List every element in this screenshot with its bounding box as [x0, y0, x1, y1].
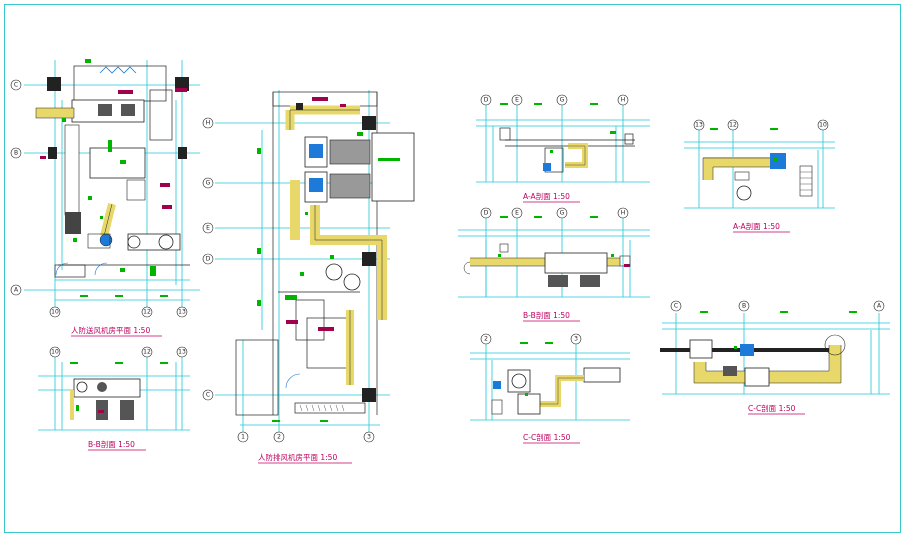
grid-col-label: 1	[241, 434, 245, 441]
grid-row-label: C	[206, 392, 210, 399]
grid-col-label: G	[560, 210, 565, 217]
supply-section-bb-view: 10 12 13 B-B剖面 1:50	[38, 346, 190, 451]
grid-row-label: D	[206, 256, 211, 263]
grid-col-label: 12	[143, 309, 151, 316]
grid-col-label: 10	[819, 122, 827, 129]
grid-col-label: G	[560, 97, 565, 104]
column	[362, 116, 376, 130]
grid-col-label: 12	[143, 349, 151, 356]
section-aa-view-1: D E G H A-A剖面 1:50	[476, 94, 650, 203]
view-title: C-C剖面 1:50	[523, 432, 571, 442]
grid-col-label: H	[621, 210, 626, 217]
view-title: B-B剖面 1:50	[523, 310, 570, 320]
grid-row-label: H	[206, 120, 211, 127]
column	[175, 77, 189, 91]
view-title: 人防送风机房平面 1:50	[71, 325, 150, 335]
grid-row-label: B	[14, 150, 18, 157]
grid-col-label: 12	[729, 122, 737, 129]
grid-col-label: C	[674, 303, 678, 310]
supply-plan-view: C B A 10 12 13 人防送风机房平面 1:50	[10, 59, 200, 337]
grid-col-label: D	[484, 210, 489, 217]
grid-col-label: D	[484, 97, 489, 104]
grid-col-label: B	[742, 303, 746, 310]
view-title: 人防排风机房平面 1:50	[258, 452, 337, 462]
column	[47, 77, 61, 91]
view-title: B-B剖面 1:50	[88, 439, 135, 449]
view-title: C-C剖面 1:50	[748, 403, 796, 413]
grid-col-label: E	[515, 97, 519, 104]
grid-col-label: 10	[51, 349, 59, 356]
grid-row-label: G	[206, 180, 211, 187]
grid-col-label: E	[515, 210, 519, 217]
section-cc-view-1: 2 3 C-C剖面 1:50	[470, 333, 630, 444]
grid-row-label: E	[206, 225, 210, 232]
section-aa-view-2: 13 12 10 A-A剖面 1:50	[684, 119, 835, 233]
exhaust-plan-view: H G E D C 1 2 3 人防排风机房平面 1:50	[202, 90, 415, 464]
grid-col-label: 10	[51, 309, 59, 316]
section-bb-view-2: D E G H B-B剖面 1:50	[458, 207, 650, 322]
grid-col-label: 2	[484, 336, 488, 343]
grid-col-label: 13	[178, 309, 186, 316]
grid-col-label: 3	[574, 336, 578, 343]
grid-col-label: 2	[277, 434, 281, 441]
grid-col-label: 13	[695, 122, 703, 129]
grid-col-label: H	[621, 97, 626, 104]
grid-row-label: C	[14, 82, 18, 89]
column	[48, 147, 57, 159]
grid-row-label: A	[14, 287, 19, 294]
sheet-frame	[4, 4, 901, 533]
column	[296, 103, 303, 110]
grid-col-label: 13	[178, 349, 186, 356]
grid-col-label: A	[877, 303, 882, 310]
column	[178, 147, 187, 159]
section-cc-view-2: C B A C-C剖面 1:50	[660, 300, 890, 415]
view-title: A-A剖面 1:50	[733, 221, 780, 231]
grid-col-label: 3	[367, 434, 371, 441]
column	[362, 252, 376, 266]
column	[362, 388, 376, 402]
view-title: A-A剖面 1:50	[523, 191, 570, 201]
